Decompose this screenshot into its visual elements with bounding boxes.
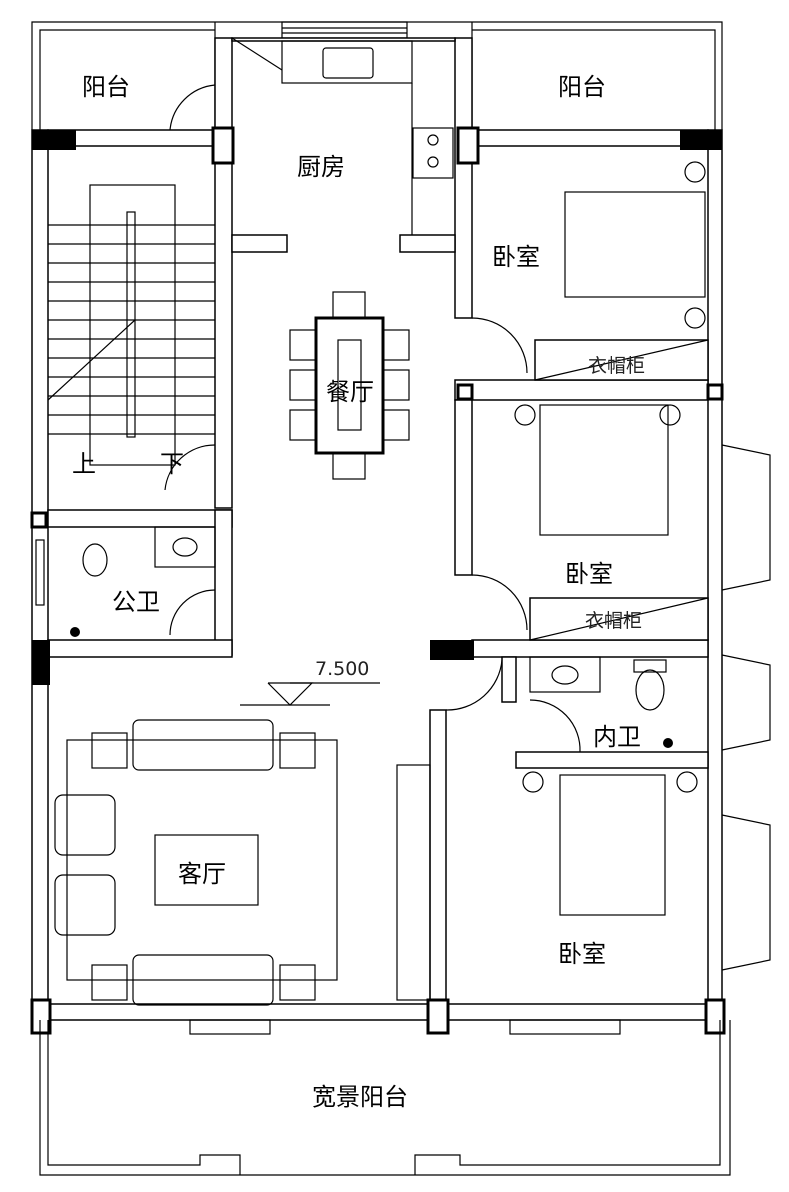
label-bedroom-3: 卧室 bbox=[558, 940, 606, 968]
outer-outline bbox=[31, 21, 723, 130]
room-labels: 阳台 阳台 厨房 卧室 衣帽柜 餐厅 上 下 卧室 公卫 衣帽柜 内卫 客厅 卧… bbox=[72, 73, 645, 1111]
columns bbox=[30, 126, 726, 1035]
bath-fixtures bbox=[70, 526, 673, 748]
staircase bbox=[47, 184, 215, 466]
bay-windows bbox=[35, 444, 771, 971]
label-bedroom-1: 卧室 bbox=[492, 243, 540, 271]
label-dining: 餐厅 bbox=[326, 378, 374, 406]
living-furniture bbox=[54, 719, 431, 1006]
label-wardrobe-2: 衣帽柜 bbox=[585, 610, 642, 632]
label-bedroom-2: 卧室 bbox=[565, 560, 613, 588]
label-kitchen: 厨房 bbox=[297, 153, 345, 181]
dining-table bbox=[289, 291, 410, 480]
label-living: 客厅 bbox=[178, 860, 226, 888]
label-balcony-right: 阳台 bbox=[558, 73, 606, 101]
label-wide-balcony: 宽景阳台 bbox=[312, 1083, 408, 1111]
label-stair-down: 下 bbox=[160, 450, 184, 478]
doors bbox=[164, 37, 581, 753]
label-balcony-left: 阳台 bbox=[82, 73, 130, 101]
elevation-mark: 7.500 bbox=[240, 658, 380, 706]
label-stair-up: 上 bbox=[72, 450, 96, 478]
kitchen-fixtures bbox=[281, 40, 454, 235]
elevation-label: 7.500 bbox=[315, 658, 369, 680]
beds bbox=[514, 161, 706, 916]
label-wardrobe-1: 衣帽柜 bbox=[588, 355, 645, 377]
label-public-bath: 公卫 bbox=[112, 588, 160, 616]
label-ensuite-bath: 内卫 bbox=[593, 723, 641, 751]
wide-balcony-outline bbox=[39, 1019, 731, 1176]
